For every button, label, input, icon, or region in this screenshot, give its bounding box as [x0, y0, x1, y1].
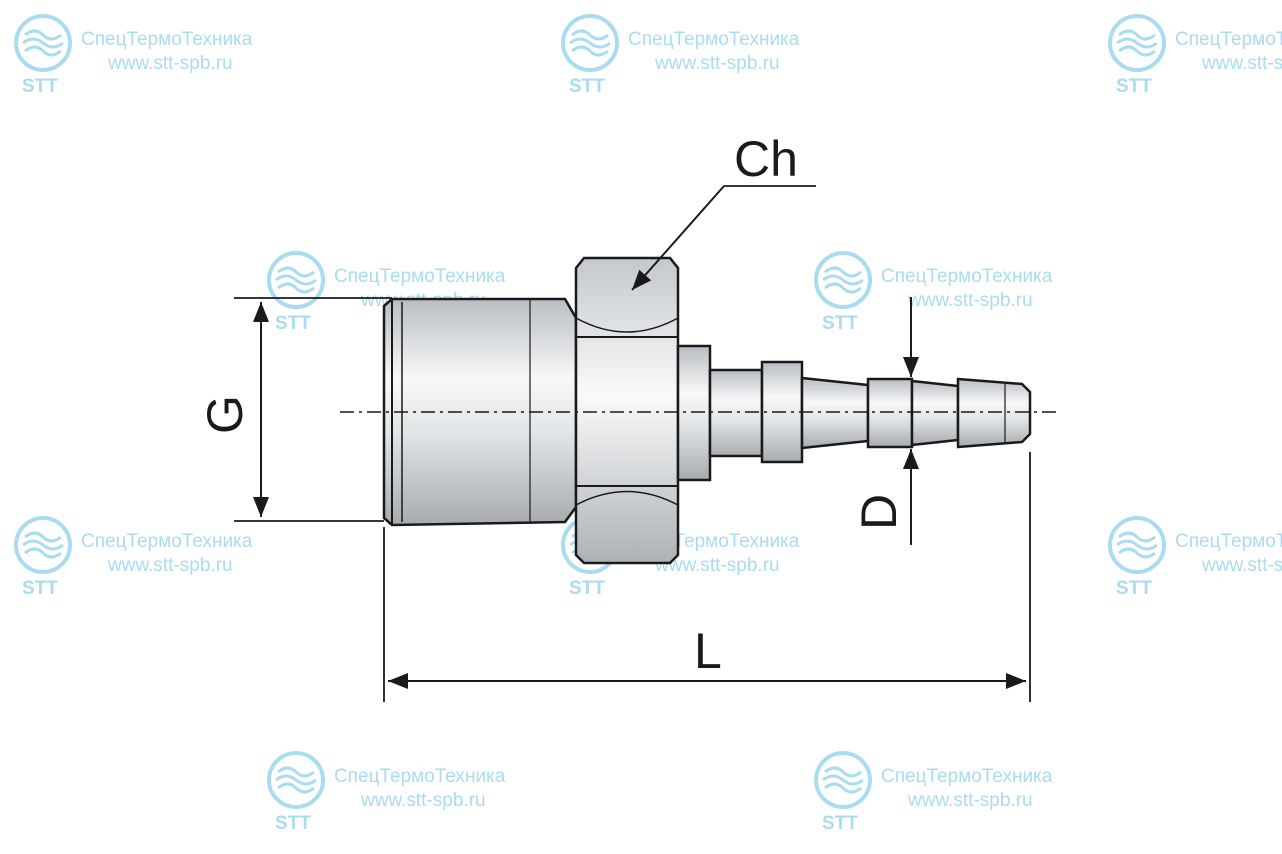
label-l: L	[694, 623, 722, 679]
label-d: D	[851, 494, 907, 530]
leader-ch	[631, 185, 816, 291]
label-ch: Ch	[734, 131, 798, 187]
hex-nut	[574, 256, 680, 565]
dimension-g	[234, 297, 392, 522]
dimension-l	[383, 452, 1031, 702]
label-g: G	[197, 395, 253, 434]
hose-barb	[708, 360, 1032, 464]
collar	[676, 344, 712, 482]
